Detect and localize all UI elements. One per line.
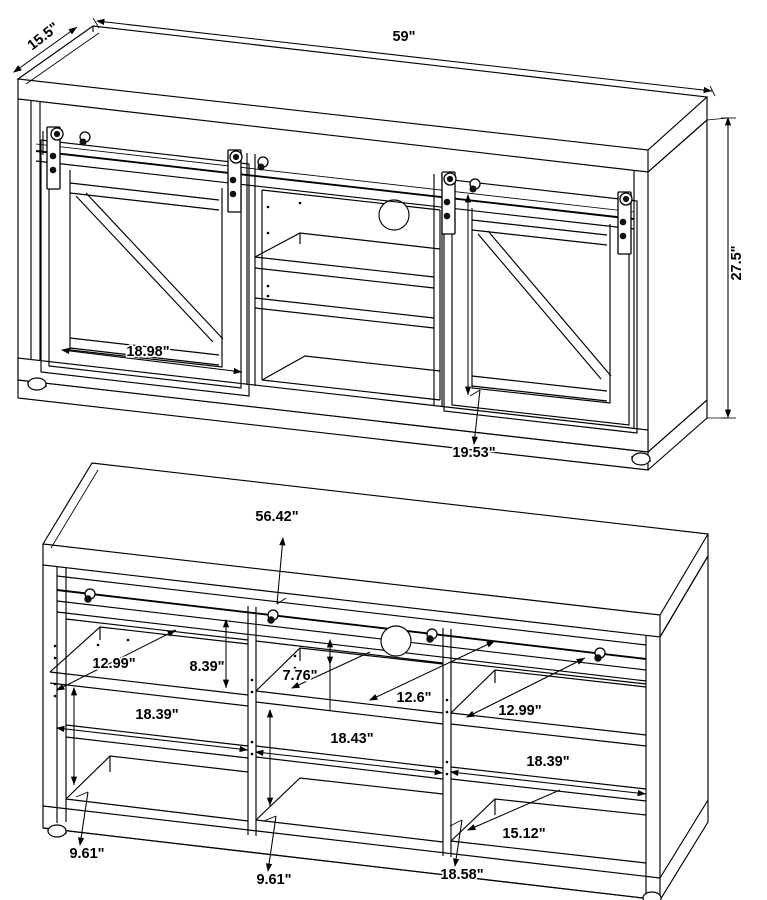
dim-label-middle-shelf-depth: 12.6"	[396, 690, 431, 706]
hanger-right-1	[441, 171, 457, 235]
dim-label-right-lower-shelf-depth: 15.12"	[502, 826, 545, 842]
hanger-left-2	[227, 149, 243, 213]
dimension-labels: 15.5" 59" 27.5" 18.98" 19.53" 56.42" 12.…	[23, 18, 746, 889]
dim-label-middle-upper-height: 7.76"	[282, 668, 317, 684]
hanger-roller-right	[469, 178, 481, 193]
hanger-left-1	[42, 126, 64, 190]
dim-label-middle-compartment-width: 18.43"	[330, 731, 373, 747]
cabinet-top-panel	[16, 25, 709, 173]
hanger-roller-left	[79, 131, 91, 146]
cabinet-top-panel-open	[42, 462, 709, 638]
dim-label-right-door-height: 19.53"	[452, 445, 495, 461]
dim-label-left-upper-shelf-depth: 12.99"	[92, 656, 135, 672]
right-barn-door[interactable]	[443, 178, 638, 434]
dim-label-right-upper-shelf-depth: 12.99"	[498, 703, 541, 719]
dim-label-overall-depth: 15.5"	[25, 20, 63, 54]
view-front-doors-open	[42, 462, 709, 900]
dim-label-middle-lower-height: 9.61"	[256, 872, 291, 888]
dim-label-left-compartment-width: 18.39"	[135, 707, 178, 723]
door-hanger-hardware	[42, 126, 633, 255]
middle-open-compartment	[246, 153, 443, 407]
dim-label-overall-height: 27.5"	[729, 245, 745, 280]
dim-label-right-lower-height: 18.58"	[440, 867, 483, 883]
hanger-right-2	[617, 191, 633, 255]
dim-label-left-door-width: 18.98"	[126, 344, 169, 360]
barn-door-track-rail	[35, 143, 635, 230]
dim-label-left-upper-height: 8.39"	[189, 659, 224, 675]
dim-label-top-rail-length: 56.42"	[255, 509, 298, 525]
cabinet-plinth-open	[42, 799, 709, 900]
hanger-roller-mid	[257, 156, 269, 171]
dimension-lines-top-view	[13, 17, 736, 446]
view-front-doors-closed	[13, 17, 736, 471]
dim-label-left-lower-height: 9.61"	[69, 846, 104, 862]
dimension-lines-bottom-view	[55, 536, 647, 873]
cabinet-plinth	[17, 357, 708, 471]
dim-label-right-compartment-width: 18.39"	[526, 754, 569, 770]
dim-label-overall-width: 59"	[392, 29, 415, 45]
